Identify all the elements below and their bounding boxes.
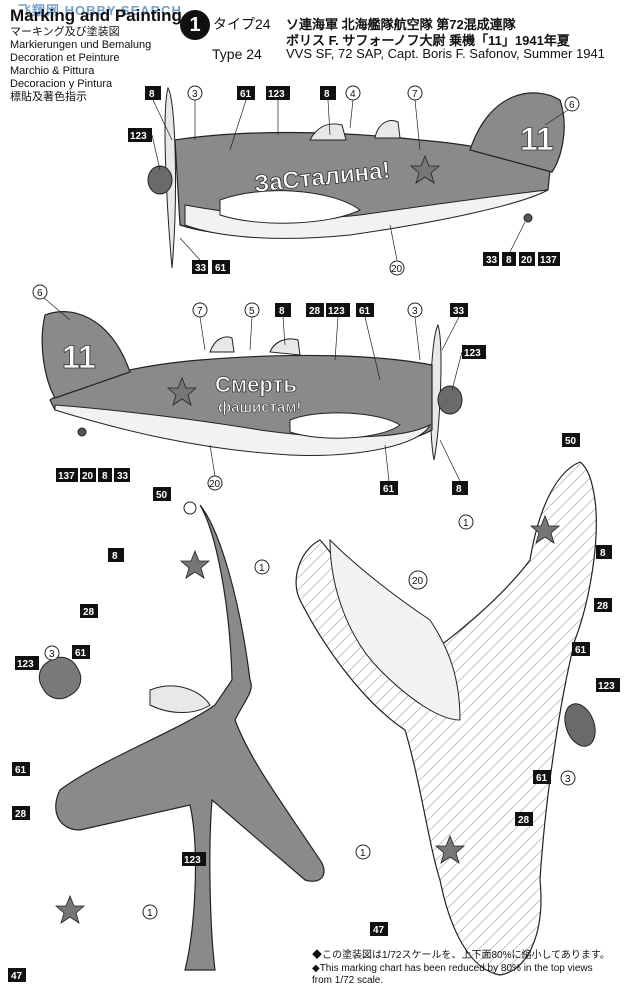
callout-label: 47 xyxy=(373,925,385,936)
title-jp: マーキング及び塗装図 xyxy=(10,26,120,38)
lang-0: Markierungen und Bemalung xyxy=(10,39,152,51)
callout-label: 61 xyxy=(75,648,87,659)
callout-label: 33 xyxy=(453,306,465,317)
lang-3: Decoracion y Pintura xyxy=(10,78,113,90)
callout-label: 6 xyxy=(37,288,43,299)
callout-label: 8 xyxy=(324,89,330,100)
callout-label: 123 xyxy=(328,306,345,317)
callout-label: 7 xyxy=(197,306,203,317)
callout-label: 5 xyxy=(249,306,255,317)
callout-label: 33 xyxy=(195,263,207,274)
description-jp-2: ボリス F. サフォーノフ大尉 乗機「11」1941年夏 xyxy=(286,33,570,48)
callout-label: 123 xyxy=(184,855,201,866)
callout-label: 61 xyxy=(383,484,395,495)
callouts-view4: 50 1 20 8 28 61 123 61 3 28 1 47 xyxy=(355,433,620,936)
tail-number-right: 11 xyxy=(62,339,96,375)
left-side-profile: ЗаСталина! 11 xyxy=(147,86,565,269)
callout-label: 20 xyxy=(521,255,533,266)
watermark: 飞翔网 HOBBY SEARCH xyxy=(18,3,182,18)
callout-label: 8 xyxy=(149,89,155,100)
callout-label: 28 xyxy=(518,815,530,826)
callout-label: 8 xyxy=(456,484,462,495)
callout-label: 33 xyxy=(117,471,129,482)
callout-label: 28 xyxy=(15,809,27,820)
callout-label: 1 xyxy=(259,563,265,574)
callout-label: 50 xyxy=(156,490,168,501)
callouts-view2: 6 7 5 8 28 123 61 3 33 123 137 20 8 33 2… xyxy=(32,284,486,495)
callout-label: 3 xyxy=(192,89,198,100)
right-side-profile: Смерть фашистам! 11 xyxy=(41,311,463,461)
callout-label: 47 xyxy=(11,971,23,982)
callout-label: 20 xyxy=(391,264,403,275)
callout-label: 20 xyxy=(209,479,221,490)
callout-label: 1 xyxy=(147,908,153,919)
callout-label: 1 xyxy=(463,518,469,529)
callout-label: 123 xyxy=(598,681,615,692)
callout-label: 123 xyxy=(268,89,285,100)
callout-label: 8 xyxy=(506,255,512,266)
callout-label: 61 xyxy=(215,263,227,274)
callout-label: 8 xyxy=(112,551,118,562)
scheme-number-badge: 1 xyxy=(180,10,210,40)
callout-label: 1 xyxy=(360,848,366,859)
lang-4: 標貼及著色指示 xyxy=(10,91,87,103)
callout-label: 3 xyxy=(565,774,571,785)
callout-label: 61 xyxy=(240,89,252,100)
slogan-right-2: фашистам! xyxy=(218,399,301,416)
callout-label: 28 xyxy=(309,306,321,317)
type-label-en: Type 24 xyxy=(212,46,262,62)
callout-label: 61 xyxy=(575,645,587,656)
callout-label: 61 xyxy=(536,773,548,784)
description-jp-1: ソ連海軍 北海艦隊航空隊 第72混成連隊 xyxy=(286,17,516,32)
callout-label: 8 xyxy=(279,306,285,317)
callout-label: 3 xyxy=(49,649,55,660)
callout-label: 50 xyxy=(565,436,577,447)
callout-label: 3 xyxy=(412,306,418,317)
page-title: Marking and Painting xyxy=(10,6,182,25)
note-jp: ◆この塗装図は1/72スケールを、上下面80%に縮小してあります。 xyxy=(312,950,610,961)
header-block: Marking and Painting マーキング及び塗装図 Markieru… xyxy=(10,6,182,104)
description-en: VVS SF, 72 SAP, Capt. Boris F. Safonov, … xyxy=(286,46,605,61)
callout-label: 28 xyxy=(597,601,609,612)
slogan-right-1: Смерть xyxy=(215,372,297,397)
callout-label: 8 xyxy=(600,548,606,559)
lang-1: Decoration et Peinture xyxy=(10,52,120,64)
callout-label: 61 xyxy=(15,765,27,776)
type-label-jp: タイプ24 xyxy=(213,16,271,32)
callouts-view1: 8 3 61 123 8 4 7 6 123 33 61 20 33 8 20 … xyxy=(128,85,580,276)
callout-label: 137 xyxy=(58,471,75,482)
callout-label: 6 xyxy=(569,100,575,111)
lang-2: Marchio & Pittura xyxy=(10,65,95,77)
top-view xyxy=(38,501,325,971)
callout-label: 123 xyxy=(130,131,147,142)
note-en-2: from 1/72 scale. xyxy=(312,975,384,986)
callout-label: 123 xyxy=(17,659,34,670)
callout-label: 33 xyxy=(486,255,498,266)
callout-label: 28 xyxy=(83,607,95,618)
callout-label: 123 xyxy=(464,348,481,359)
bottom-view xyxy=(295,461,597,976)
callouts-view3: 50 1 8 28 3 61 123 61 28 123 1 47 xyxy=(8,487,270,982)
callout-label: 20 xyxy=(82,471,94,482)
callout-label: 20 xyxy=(412,576,424,587)
callout-label: 4 xyxy=(350,89,356,100)
tail-number-left: 11 xyxy=(520,121,554,157)
callout-label: 8 xyxy=(102,471,108,482)
callout-label: 61 xyxy=(359,306,371,317)
callout-label: 7 xyxy=(412,89,418,100)
note-en-1: ◆This marking chart has been reduced by … xyxy=(312,963,593,974)
callout-label: 137 xyxy=(540,255,557,266)
